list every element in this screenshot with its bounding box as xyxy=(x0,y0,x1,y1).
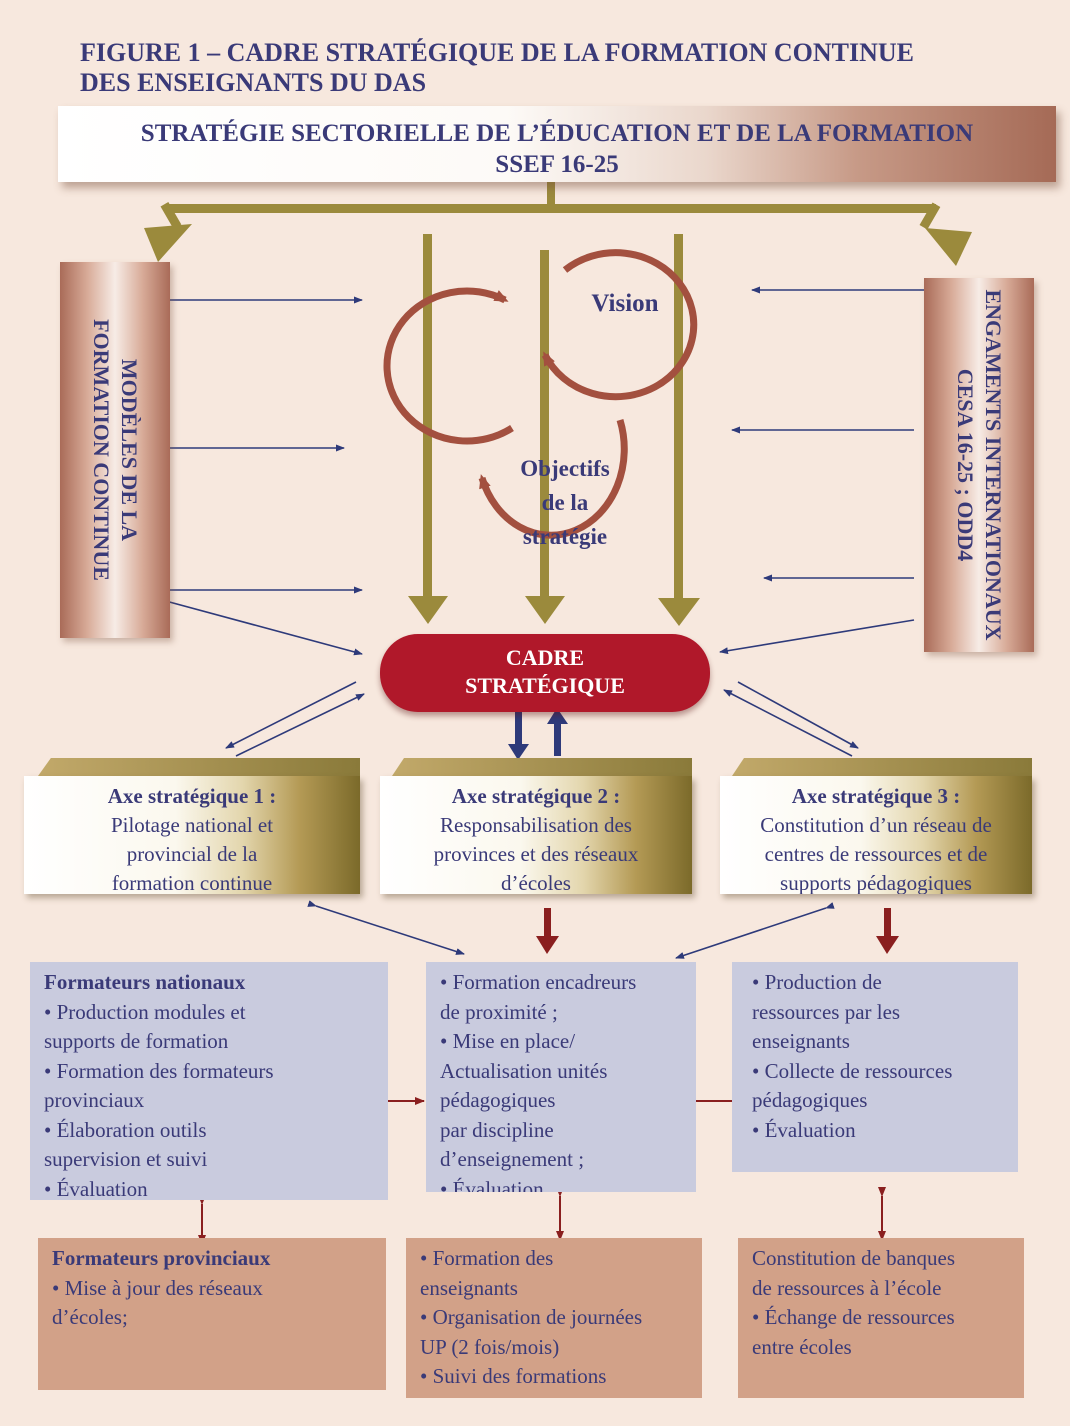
box-line: • Échange de ressources xyxy=(752,1305,955,1329)
box-line: Constitution de banques xyxy=(752,1246,955,1270)
commitments-line-2: CESA 16-25 ; ODD4 xyxy=(953,368,978,562)
axe-2-bevel xyxy=(392,758,692,776)
axe-3-bevel xyxy=(732,758,1032,776)
box-line: • Organisation de journées xyxy=(420,1305,643,1329)
provincial-trainers-title: Formateurs provinciaux xyxy=(52,1246,271,1270)
axis-3-title: Axe stratégique 3 : xyxy=(791,784,961,808)
box-line: enseignants xyxy=(752,1029,850,1053)
cadre-line-1: CADRE xyxy=(505,645,585,670)
box-line: de proximité ; xyxy=(440,999,558,1024)
box-line: supervision et suivi xyxy=(44,1147,208,1171)
international-commitments-label: ENGAMENTS INTERNATIONAUX CESA 16-25 ; OD… xyxy=(951,289,1007,640)
figure-title: FIGURE 1 – CADRE STRATÉGIQUE DE LA FORMA… xyxy=(80,38,1040,98)
axis-2-title: Axe stratégique 2 : xyxy=(451,784,621,808)
international-commitments-pillar xyxy=(924,278,1034,652)
box-line: • Élaboration outils xyxy=(44,1117,207,1142)
objectives-line-3: stratégie xyxy=(522,524,608,549)
ssef-banner: STRATÉGIE SECTORIELLE DE L’ÉDUCATION ET … xyxy=(58,106,1056,182)
resources-production-box: • Production de ressources par les ensei… xyxy=(732,962,1018,1172)
box-line: UP (2 fois/mois) xyxy=(420,1334,560,1359)
box-line: • Production modules et xyxy=(44,999,246,1024)
box-line: supports de formation xyxy=(44,1029,229,1053)
figure-title-line-2: DES ENSEIGNANTS DU DAS xyxy=(80,68,427,97)
proximity-supervisors-box: • Formation encadreurs de proximité ; • … xyxy=(426,962,696,1192)
box-line: • Formation des formateurs xyxy=(44,1058,274,1083)
box-line: • Collecte de ressources xyxy=(752,1058,953,1083)
box-line: • Suivi des formations xyxy=(420,1364,607,1388)
left-pillar-arrows xyxy=(160,296,363,656)
banner-line-2: SSEF 16-25 xyxy=(495,151,619,178)
vision-cycles xyxy=(383,249,698,539)
training-models-label: MODÈLES DE LA FORMATION CONTINUE xyxy=(87,319,143,581)
objectives-label: Objectifs de la stratégie xyxy=(480,452,650,554)
box-line: par discipline xyxy=(440,1117,554,1142)
axis-2-line: provinces et des réseaux xyxy=(433,842,639,866)
axis-3-line: centres de ressources et de xyxy=(764,842,988,866)
box-line: • Formation des xyxy=(420,1246,554,1270)
box-line: de ressources à l’école xyxy=(752,1275,942,1300)
cadre-line-2: STRATÉGIQUE xyxy=(465,673,625,698)
resource-banks-box: Constitution de banques de ressources à … xyxy=(738,1238,1024,1398)
axis-1-line: Pilotage national et xyxy=(110,813,274,837)
training-models-pillar xyxy=(60,262,170,638)
box-line: pédagogiques xyxy=(440,1088,556,1112)
commitments-line-1: ENGAMENTS INTERNATIONAUX xyxy=(981,289,1006,641)
cadre-axes-arrows xyxy=(225,681,859,757)
axis-2-line: Responsabilisation des xyxy=(440,813,632,837)
box-line: d’enseignement ; xyxy=(440,1147,585,1171)
banner-line-1: STRATÉGIE SECTORIELLE DE L’ÉDUCATION ET … xyxy=(140,120,974,147)
box-line: • Production de xyxy=(752,970,882,994)
box-line: • Évaluation xyxy=(752,1117,856,1142)
provincial-trainers-box: Formateurs provinciaux • Mise à jour des… xyxy=(38,1238,386,1390)
axe-1-bevel xyxy=(38,758,360,776)
right-pillar-arrows xyxy=(719,286,924,655)
box-line: pédagogiques xyxy=(752,1088,868,1112)
strategic-axis-2: Axe stratégique 2 : Responsabilisation d… xyxy=(380,776,692,894)
box-line: • Évaluation xyxy=(440,1176,544,1193)
axis-3-line: supports pédagogiques xyxy=(780,871,972,894)
axis-3-line: Constitution d’un réseau de xyxy=(760,813,992,837)
vision-label: Vision xyxy=(591,290,659,317)
box-line: ressources par les xyxy=(752,999,901,1024)
box-line: enseignants xyxy=(420,1275,518,1300)
axes-to-boxes-arrows xyxy=(307,900,899,959)
axis-1-line: provincial de la xyxy=(126,842,258,866)
banner-to-pillars-arrows xyxy=(144,182,972,266)
national-trainers-box: Formateurs nationaux • Production module… xyxy=(30,962,388,1200)
box-line: • Mise en place/ xyxy=(440,1029,576,1053)
objectives-line-1: Objectifs xyxy=(520,456,610,481)
cadre-axe2-thick-arrows xyxy=(508,708,568,760)
box-line: Actualisation unités xyxy=(440,1058,608,1083)
teacher-training-box: • Formation des enseignants • Organisati… xyxy=(406,1238,702,1398)
box-line: d’écoles; xyxy=(52,1305,128,1329)
box-line: provinciaux xyxy=(44,1088,145,1112)
strategic-axis-3: Axe stratégique 3 : Constitution d’un ré… xyxy=(720,776,1032,894)
objectives-line-2: de la xyxy=(541,490,589,515)
training-models-line-1: MODÈLES DE LA xyxy=(117,358,142,542)
box-line: • Mise à jour des réseaux xyxy=(52,1275,263,1300)
box-line: • Évaluation xyxy=(44,1176,148,1201)
axis-1-title: Axe stratégique 1 : xyxy=(107,784,277,808)
bottom-box-links xyxy=(198,1187,886,1245)
training-models-line-2: FORMATION CONTINUE xyxy=(89,319,114,581)
axis-1-line: formation continue xyxy=(111,871,273,894)
strategic-axis-1: Axe stratégique 1 : Pilotage national et… xyxy=(24,776,360,894)
axis-2-line: d’écoles xyxy=(501,871,571,894)
vertical-olive-arrows xyxy=(408,234,700,626)
national-trainers-title: Formateurs nationaux xyxy=(44,970,246,994)
figure-title-line-1: FIGURE 1 – CADRE STRATÉGIQUE DE LA FORMA… xyxy=(80,38,915,67)
strategic-framework-node: CADRE STRATÉGIQUE xyxy=(380,634,710,712)
box-line: • Formation encadreurs xyxy=(440,970,637,994)
box-line: entre écoles xyxy=(752,1334,852,1359)
